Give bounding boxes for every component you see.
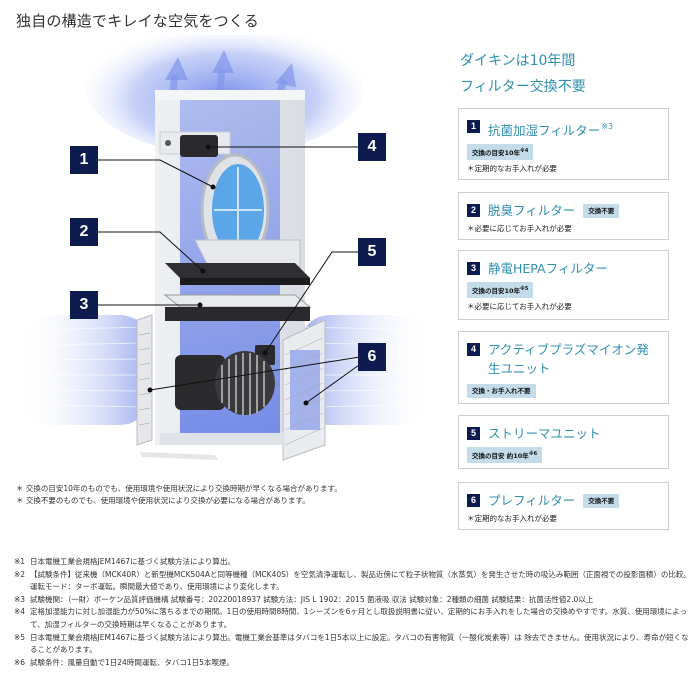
filter-card-2: 2 脱臭フィルター 交換不要 ＊必要に応じてお手入れが必要 [458,192,669,240]
footnote-2: ※2【試験条件】従来機（MCK40R）と新型機MCK504Aと同等機種（MCK4… [14,569,691,592]
number-badge: 2 [467,204,480,217]
purifier-illustration: 1 2 3 4 5 6 [0,35,450,475]
callout-6: 6 [358,343,386,371]
filter-card-5: 5 ストリーマユニット 交換の目安 約10年※6 [458,415,669,469]
purifier-exploded-diagram [20,35,430,461]
number-badge: 5 [467,427,480,440]
callout-5: 5 [358,238,386,266]
callout-2: 2 [70,218,98,246]
filter-card-1: 1 抗菌加湿フィルター※3 交換の目安10年※4 ＊定期的なお手入れが必要 [458,108,669,180]
number-badge: 4 [467,343,480,356]
card-title: 脱臭フィルター [488,203,576,218]
replacement-badge: 交換の目安10年※4 [467,144,534,160]
disclaimers: ＊ 交換の目安10年のものでも、使用環境や使用状況により交換時期が早くなる場合が… [16,483,342,507]
care-note: ＊定期的なお手入れが必要 [467,514,557,523]
number-badge: 3 [467,262,480,275]
replacement-badge: 交換の目安10年※5 [467,282,534,298]
headline-line1: ダイキンは10年間 [460,53,576,69]
callout-4: 4 [358,133,386,161]
card-title: アクティブプラズマイオン発生ユニット [488,342,649,376]
replacement-badge: 交換不要 [583,494,620,508]
number-badge: 1 [467,120,480,133]
replacement-badge: 交換・お手入れ不要 [467,384,536,398]
callout-1: 1 [70,146,98,174]
card-title: ストリーマユニット [488,426,601,441]
headline-line2: フィルター交換不要 [460,79,586,95]
disclaimer-2: ＊ 交換不要のものでも、使用環境や使用状況により交換が必要になる場合があります。 [16,496,310,505]
replacement-badge: 交換不要 [583,204,620,218]
callout-3: 3 [70,291,98,319]
card-title: 静電HEPAフィルター [488,261,608,276]
filter-card-4: 4 アクティブプラズマイオン発生ユニット 交換・お手入れ不要 [458,331,669,404]
replacement-badge: 交換の目安 約10年※6 [467,447,543,463]
disclaimer-1: ＊ 交換の目安10年のものでも、使用環境や使用状況により交換時期が早くなる場合が… [16,484,342,493]
card-title: 抗菌加湿フィルター※3 [488,122,614,138]
number-badge: 6 [467,494,480,507]
care-note: ＊必要に応じてお手入れが必要 [467,302,572,311]
filter-card-6: 6 プレフィルター 交換不要 ＊定期的なお手入れが必要 [458,482,669,530]
headline: ダイキンは10年間 フィルター交換不要 [458,48,688,100]
care-note: ＊定期的なお手入れが必要 [467,164,557,173]
page-title: 独自の構造でキレイな空気をつくる [16,12,259,30]
card-title: プレフィルター [488,493,576,508]
filter-card-3: 3 静電HEPAフィルター 交換の目安10年※5 ＊必要に応じてお手入れが必要 [458,250,669,320]
care-note: ＊必要に応じてお手入れが必要 [467,224,572,233]
